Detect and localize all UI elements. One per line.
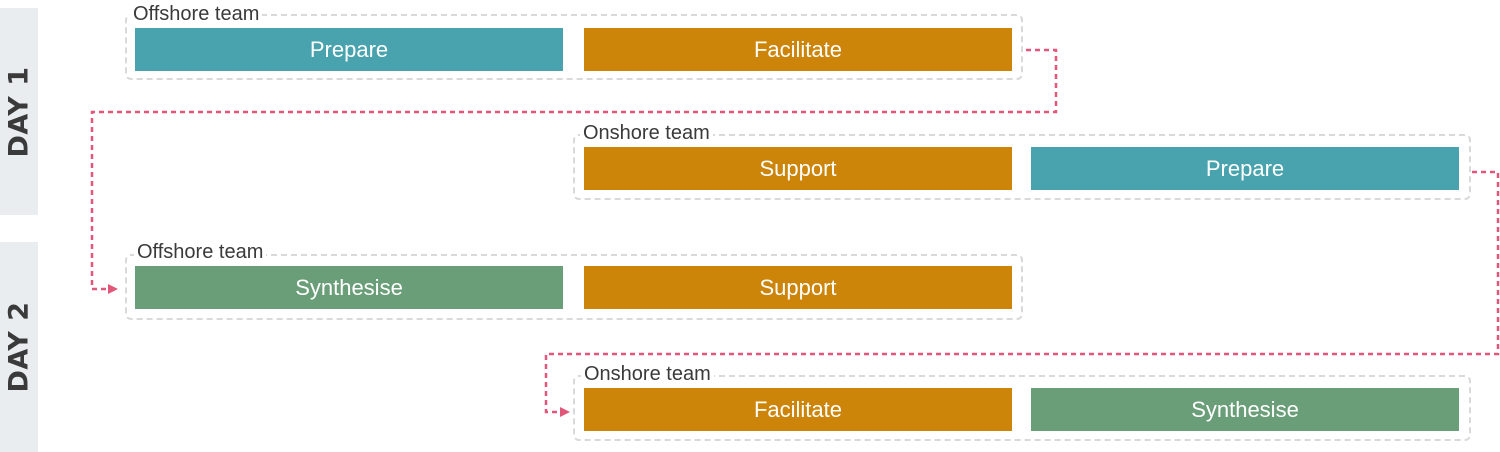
- group-onshore-day1-label: Onshore team: [580, 123, 713, 143]
- task-facilitate-label: Facilitate: [753, 36, 843, 62]
- day-band-1: DAY 1: [0, 8, 38, 215]
- task-facilitate: Facilitate: [584, 28, 1012, 71]
- task-prepare: Prepare: [135, 28, 563, 71]
- task-synthesise: Synthesise: [1031, 388, 1459, 431]
- group-offshore-day2: [125, 254, 1023, 320]
- group-onshore-day1: [573, 134, 1471, 200]
- task-prepare-label: Prepare: [1205, 155, 1285, 181]
- task-synthesise: Synthesise: [135, 266, 563, 309]
- task-prepare: Prepare: [1031, 147, 1459, 190]
- task-facilitate: Facilitate: [584, 388, 1012, 431]
- task-facilitate-label: Facilitate: [753, 396, 843, 422]
- task-synthesise-label: Synthesise: [295, 274, 403, 300]
- task-prepare-label: Prepare: [309, 36, 389, 62]
- day-band-2: DAY 2: [0, 242, 38, 452]
- group-offshore-day2-label: Offshore team: [134, 242, 267, 262]
- task-support: Support: [584, 147, 1012, 190]
- group-offshore-day1-label: Offshore team: [130, 4, 263, 24]
- task-support: Support: [584, 266, 1012, 309]
- task-synthesise-label: Synthesise: [1191, 396, 1299, 422]
- task-support-label: Support: [759, 274, 837, 300]
- connector-day1-onshore-to-day2-onshore: [544, 170, 1500, 417]
- task-support-label: Support: [759, 155, 837, 181]
- group-offshore-day1: [125, 14, 1023, 80]
- group-onshore-day2-label: Onshore team: [581, 364, 714, 384]
- connector-day1-offshore-to-day2-offshore: [90, 48, 1058, 294]
- group-onshore-day2: [573, 375, 1471, 441]
